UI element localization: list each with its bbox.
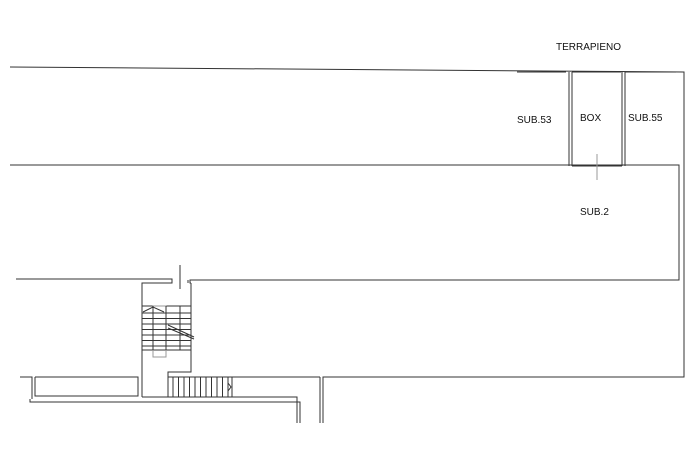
garage-boxes (517, 71, 676, 180)
lower-walls (20, 376, 320, 423)
label-sub55: SUB.55 (628, 113, 663, 124)
label-box: BOX (580, 113, 602, 124)
label-terrapieno: TERRAPIENO (556, 42, 622, 53)
label-sub2: SUB.2 (580, 207, 609, 218)
stairwell (141, 265, 233, 398)
label-sub53: SUB.53 (517, 115, 552, 126)
